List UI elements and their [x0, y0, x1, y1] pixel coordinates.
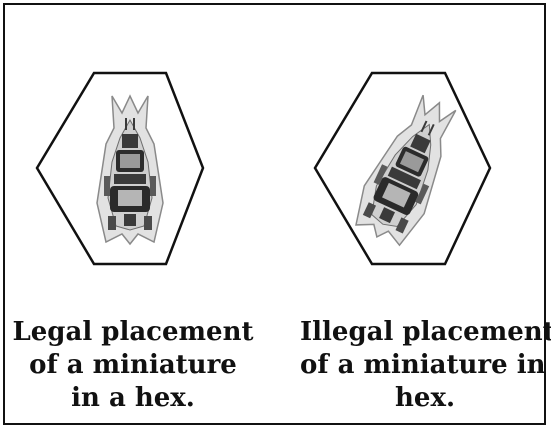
illegal-hex-group: [315, 73, 490, 264]
illegal-caption-line-2: of a miniature in a: [300, 349, 550, 382]
illegal-caption: Illegal placement of a miniature in a he…: [300, 316, 550, 415]
legal-hex-group: [37, 73, 203, 264]
legal-caption-line-1: Legal placement: [8, 316, 258, 349]
illegal-caption-line-3: hex.: [300, 382, 550, 415]
illegal-caption-line-1: Illegal placement: [300, 316, 550, 349]
legal-caption-line-2: of a miniature: [8, 349, 258, 382]
legal-caption: Legal placement of a miniature in a hex.: [8, 316, 258, 415]
legal-caption-line-3: in a hex.: [8, 382, 258, 415]
